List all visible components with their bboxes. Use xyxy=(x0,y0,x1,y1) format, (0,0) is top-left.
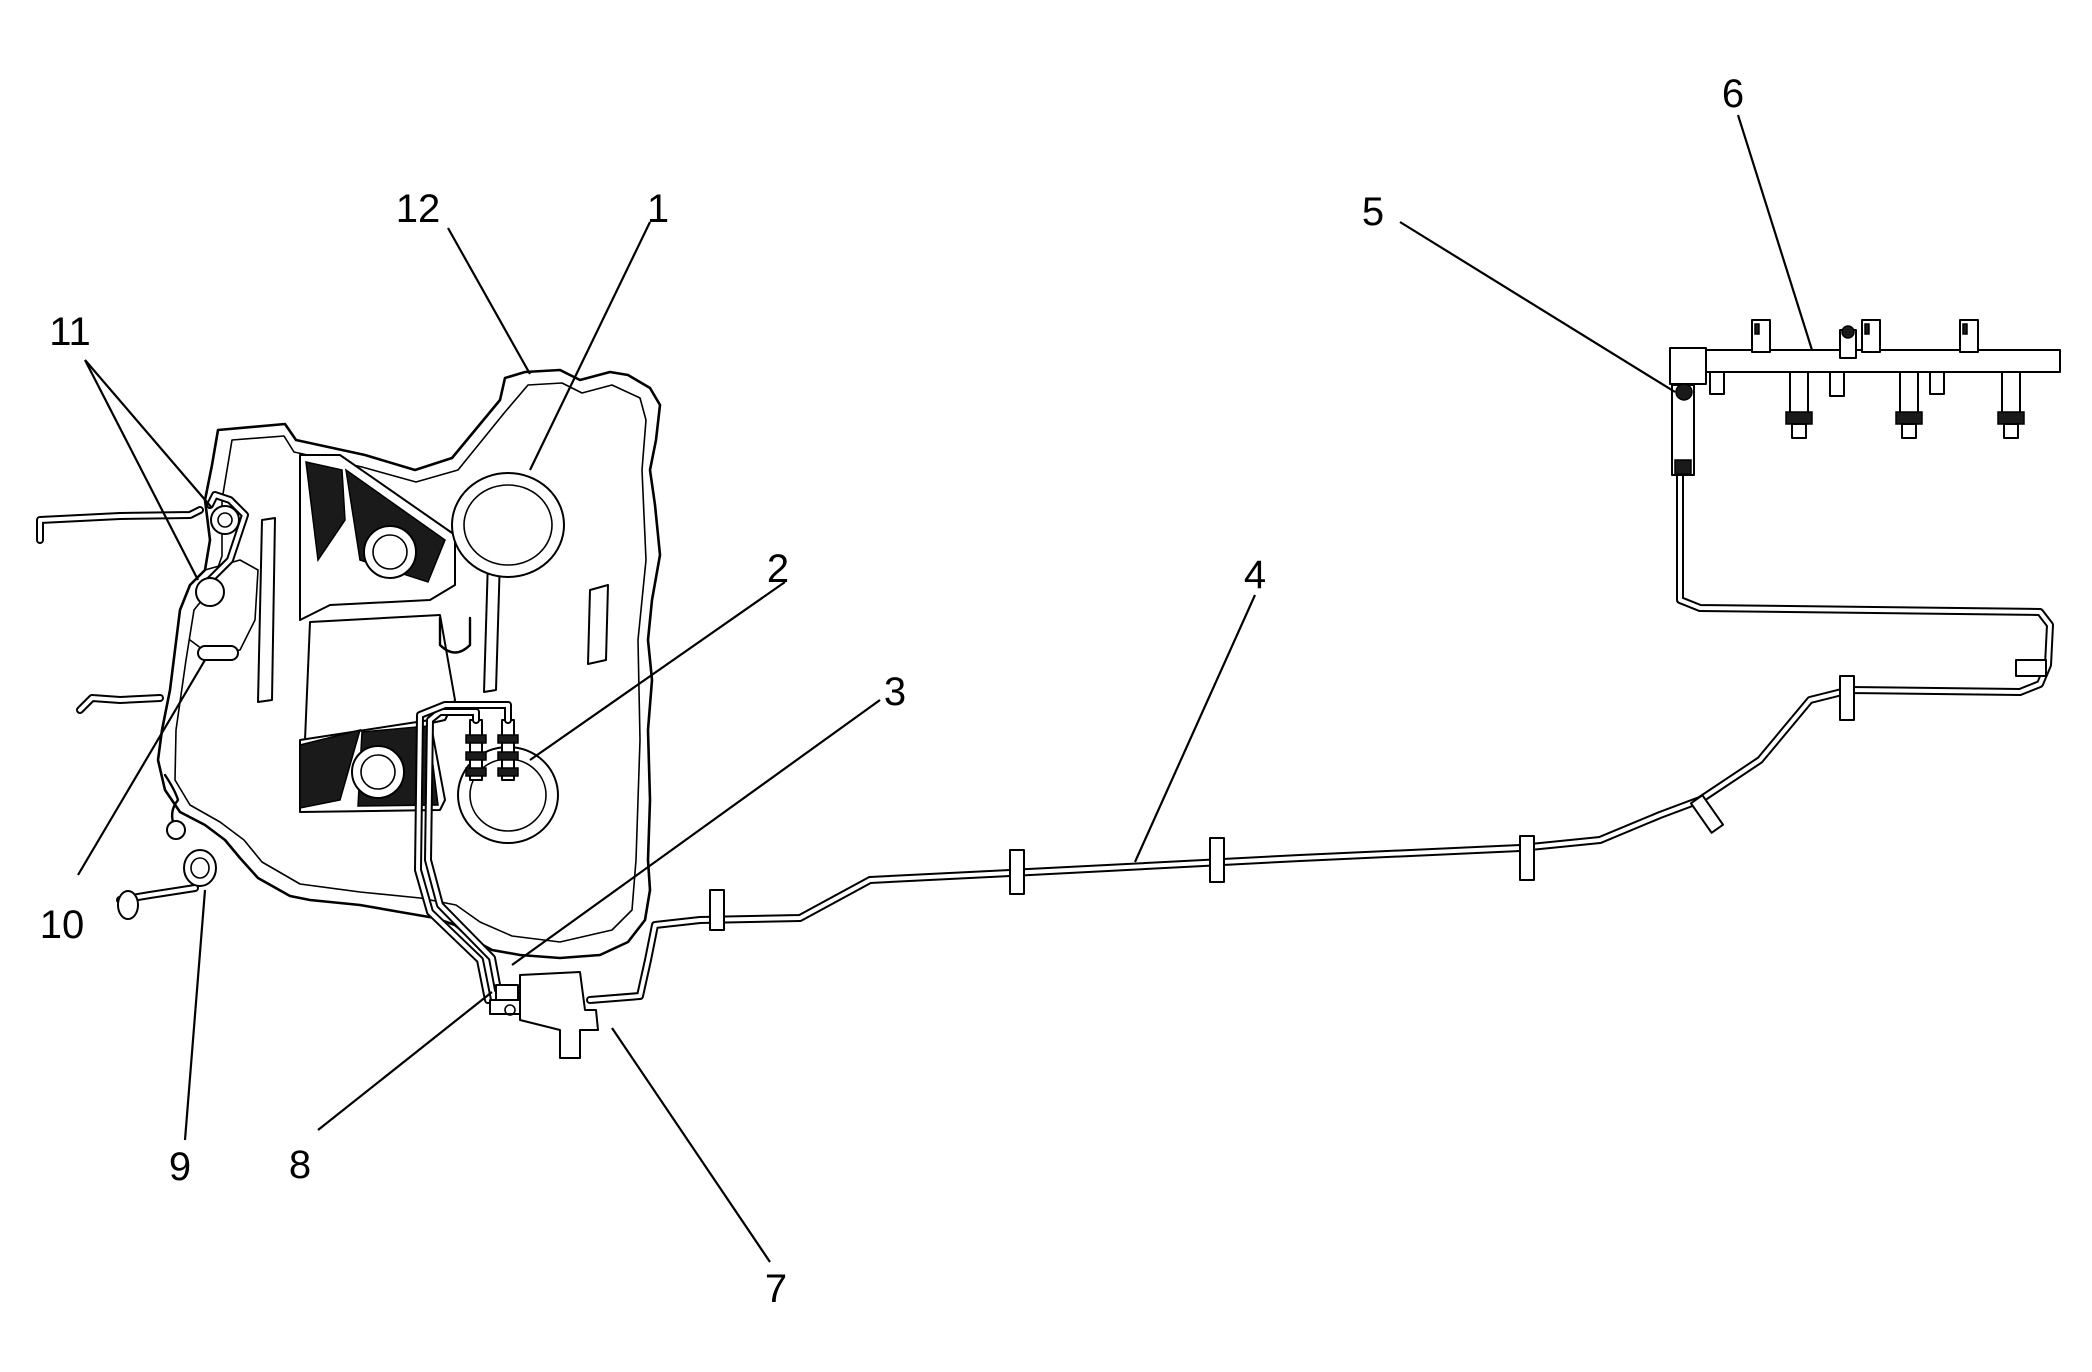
pipe-clip xyxy=(1009,849,1025,895)
callout-5: 5 xyxy=(1362,190,1384,234)
leader-8 xyxy=(317,991,493,1131)
fuel-tank xyxy=(36,368,662,1059)
fuel-feed-pipe xyxy=(586,366,2054,1004)
callout-2: 2 xyxy=(767,547,789,591)
leader-12 xyxy=(447,227,531,375)
leader-10 xyxy=(77,659,206,876)
leader-9 xyxy=(183,889,207,1141)
callout-1: 1 xyxy=(647,187,669,231)
pipe-clip xyxy=(1689,794,1725,834)
leader-6 xyxy=(1736,114,1814,351)
leader-5 xyxy=(1399,221,1676,393)
injector xyxy=(1997,371,2025,439)
callout-12: 12 xyxy=(396,187,441,231)
injector xyxy=(1785,371,1813,439)
callout-9: 9 xyxy=(169,1145,191,1189)
pipe-clip xyxy=(1839,675,1855,721)
callout-3: 3 xyxy=(884,670,906,714)
injector xyxy=(1895,371,1923,439)
leader-11a xyxy=(84,359,213,509)
pipe-clip xyxy=(1209,837,1225,883)
callout-8: 8 xyxy=(289,1143,311,1187)
leader-11b xyxy=(84,359,199,581)
leader-7 xyxy=(611,1027,771,1263)
leader-lines xyxy=(77,114,1814,1263)
leader-2 xyxy=(529,581,786,761)
callout-4: 4 xyxy=(1244,553,1266,597)
callout-7: 7 xyxy=(765,1267,787,1311)
callout-11: 11 xyxy=(49,310,91,354)
leader-3 xyxy=(511,699,881,966)
callout-10: 10 xyxy=(40,903,85,947)
pipe-clip xyxy=(709,889,725,931)
callout-6: 6 xyxy=(1722,72,1744,116)
fuel-rail-assembly xyxy=(1669,319,2061,476)
callout-labels: 1 2 3 4 5 6 7 8 9 10 11 12 xyxy=(40,72,1744,1311)
leader-4 xyxy=(1133,594,1257,863)
pipe-clip xyxy=(1519,835,1535,881)
pipe-clip xyxy=(2015,659,2047,677)
leader-1 xyxy=(529,221,651,471)
